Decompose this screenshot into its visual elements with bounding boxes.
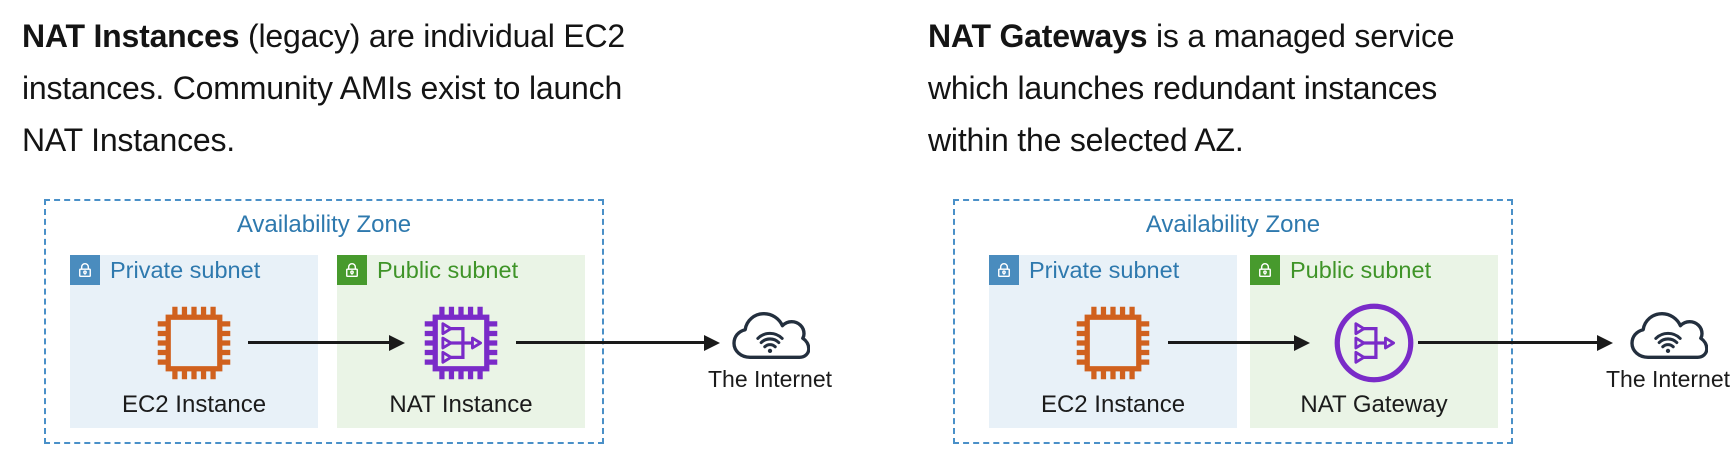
availability-zone-label: Availability Zone <box>236 211 412 238</box>
nat-gateways-panel: NAT Gateways is a managed service which … <box>868 0 1736 462</box>
private-subnet-label: Private subnet <box>110 257 261 283</box>
description-line1-rest: (legacy) are individual EC2 <box>239 18 626 54</box>
description-line: NAT Gateways is a managed service <box>928 10 1455 62</box>
public-subnet-label: Public subnet <box>1290 257 1432 283</box>
nat-gateway-label: NAT Gateway <box>1300 391 1448 418</box>
ec2-instance-icon <box>1071 301 1155 385</box>
ec2-instance-label: EC2 Instance <box>121 391 267 418</box>
availability-zone-label: Availability Zone <box>1145 211 1321 238</box>
internet-label: The Internet <box>1605 366 1731 392</box>
description-line: which launches redundant instances <box>928 70 1438 106</box>
arrow-nat-to-internet <box>516 334 720 351</box>
description-line: instances. Community AMIs exist to launc… <box>22 70 623 106</box>
arrow-ec2-to-nat <box>1168 334 1310 351</box>
description-line: within the selected AZ. <box>928 122 1244 158</box>
public-subnet-label: Public subnet <box>377 257 519 283</box>
lock-icon <box>1250 255 1280 285</box>
description-bold-term: NAT Gateways <box>928 18 1148 54</box>
description-line: NAT Instances. <box>22 122 235 158</box>
internet-label: The Internet <box>707 366 833 392</box>
description-bold-term: NAT Instances <box>22 18 240 54</box>
nat-instances-panel: NAT Instances (legacy) are individual EC… <box>22 10 833 444</box>
description-text: NAT Gateways is a managed service which … <box>928 10 1455 166</box>
description-line: NAT Instances (legacy) are individual EC… <box>22 10 625 62</box>
ec2-instance-label: EC2 Instance <box>1040 391 1186 418</box>
nat-instance-icon <box>419 301 503 385</box>
private-subnet-label: Private subnet <box>1029 257 1180 283</box>
lock-icon <box>989 255 1019 285</box>
arrow-nat-to-internet <box>1418 334 1613 351</box>
lock-icon <box>337 255 367 285</box>
arrow-ec2-to-nat <box>248 334 405 351</box>
internet-cloud-icon <box>1628 310 1709 363</box>
internet-cloud-icon <box>730 310 811 363</box>
availability-zone-box: Availability Zone Private subnet EC2 Ins… <box>953 199 1513 444</box>
nat-gateway-icon <box>1332 301 1416 385</box>
ec2-instance-icon <box>152 301 236 385</box>
nat-instance-label: NAT Instance <box>389 391 533 418</box>
description-line1-rest: is a managed service <box>1147 18 1455 54</box>
description-text: NAT Instances (legacy) are individual EC… <box>22 10 625 166</box>
availability-zone-box: Availability Zone Private subnet EC2 Ins… <box>44 199 604 444</box>
lock-icon <box>70 255 100 285</box>
